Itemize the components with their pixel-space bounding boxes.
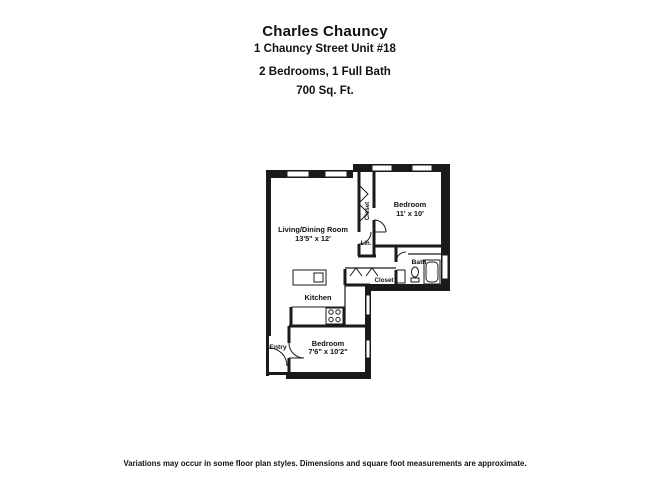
stove-icon: [325, 307, 344, 325]
room-label-bedroom-lower: Bedroom: [312, 339, 345, 348]
toilet-icon: [411, 266, 419, 278]
window: [411, 164, 433, 172]
property-address: 1 Chauncy Street Unit #18: [254, 43, 396, 55]
window: [365, 339, 371, 359]
entry-step: [266, 372, 286, 375]
room-label-entry: Entry: [269, 344, 287, 351]
left-wall-lower: [266, 335, 269, 376]
room-label-linen: Lin.: [361, 241, 372, 247]
bedrooms-baths: 2 Bedrooms, 1 Full Bath: [259, 66, 391, 78]
interior-walls: [287, 172, 441, 372]
left-wall: [266, 173, 271, 336]
top-wall-bedroom: [353, 164, 450, 172]
window: [365, 294, 371, 316]
room-label-closet-upper: Closet: [365, 202, 371, 220]
room-label-bedroom-upper: Bedroom: [394, 200, 427, 209]
window: [286, 170, 310, 178]
window: [371, 164, 393, 172]
windows: [286, 164, 449, 359]
bath-fixtures: [396, 259, 441, 285]
room-label-closet-lower: Closet: [375, 277, 394, 284]
kitchen-fixtures: [291, 269, 345, 326]
room-dimensions-living-dining: 13'5" x 12': [295, 234, 331, 243]
property-title: Charles Chauncy: [262, 23, 388, 40]
room-dimensions-bedroom-upper: 11' x 10': [396, 209, 424, 218]
window: [441, 254, 449, 280]
room-label-kitchen: Kitchen: [304, 293, 332, 302]
door-swings: [268, 185, 407, 367]
bottom-wall-bath: [370, 284, 450, 291]
room-label-bath: Bath: [412, 259, 427, 266]
square-footage: 700 Sq. Ft.: [296, 85, 354, 97]
disclaimer: Variations may occur in some floor plan …: [123, 459, 527, 468]
window: [324, 170, 348, 178]
room-dimensions-bedroom-lower: 7'6" x 10'2": [308, 347, 348, 356]
right-wall-bedroom: [441, 164, 450, 290]
right-wall-lower: [365, 284, 371, 379]
vanity-icon: [396, 269, 406, 284]
sink-icon: [313, 272, 324, 283]
room-label-living-dining: Living/Dining Room: [278, 225, 348, 234]
bottom-wall: [286, 372, 371, 379]
thin-partitions: [344, 253, 441, 326]
